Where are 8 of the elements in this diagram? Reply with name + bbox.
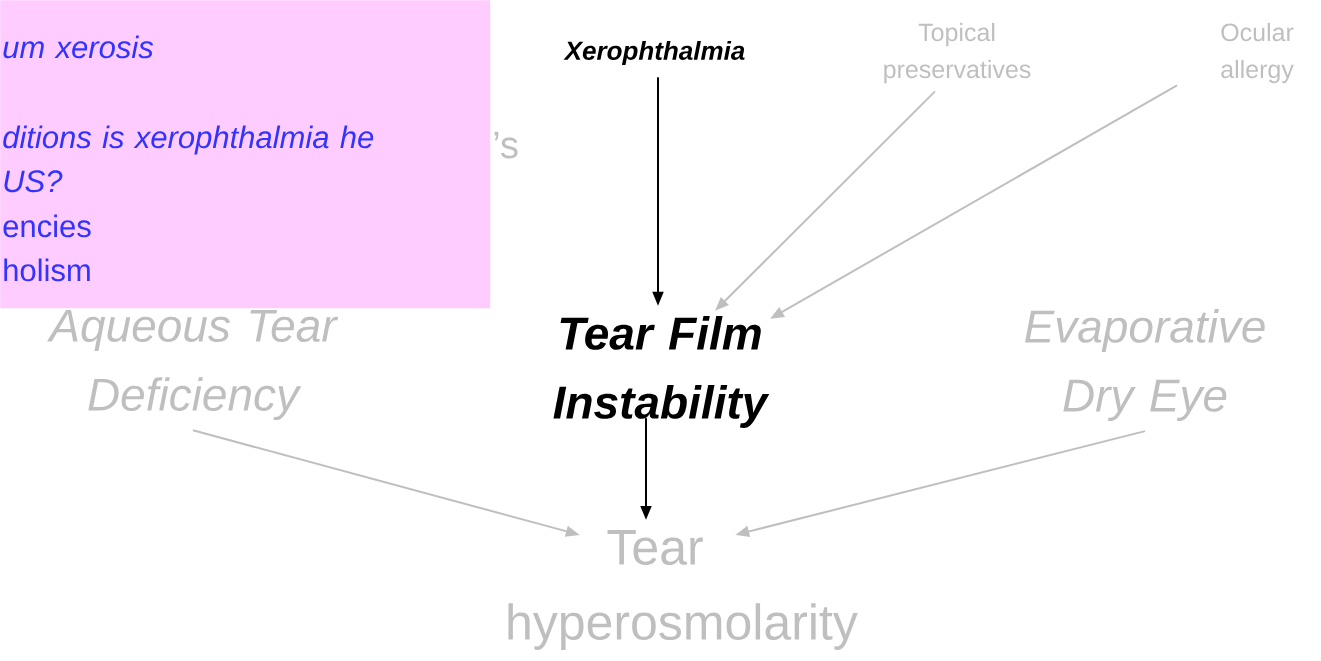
text-label: Topical preservatives (884, 22, 1031, 84)
note-box: um xerosis ditions is xerophthalmia he US? encies holism (0, 0, 491, 309)
text-label: Tear hyperosmolarity (508, 530, 858, 650)
text-label: Evaporative Dry Eye (1024, 309, 1265, 421)
text-label: Aqueous Tear Deficiency (47, 309, 339, 421)
text-label: Ocular allergy (1221, 22, 1294, 84)
text-label: Tear Film Instability (553, 316, 770, 428)
text-label: Xerophthalmia (563, 40, 745, 66)
